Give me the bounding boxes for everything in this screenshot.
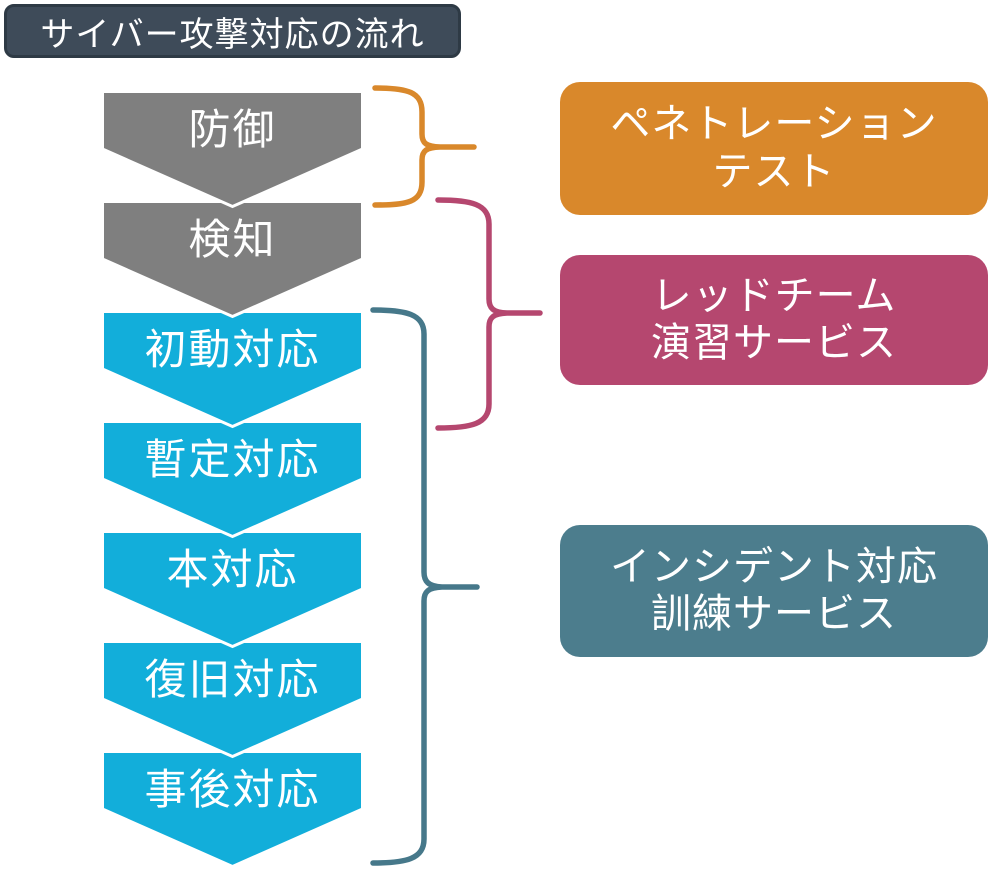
service-red-team-exercise: レッドチーム 演習サービス	[560, 255, 988, 385]
flow-step-initial-response: 初動対応	[101, 310, 364, 429]
flow-step-provisional-response: 暫定対応	[101, 420, 364, 539]
service-label-line2: 訓練サービス	[651, 592, 897, 636]
page-title-label: サイバー攻撃対応の流れ	[40, 15, 425, 54]
chevron-shape	[101, 310, 364, 429]
flow-step-detection: 検知	[101, 200, 364, 319]
chevron-shape	[101, 200, 364, 319]
penetration-test-brace	[372, 85, 477, 208]
chevron-shape	[101, 420, 364, 539]
service-penetration-test: ペネトレーション テスト	[560, 82, 988, 215]
flow-step-label: 防御	[188, 105, 277, 153]
flow-step-main-response: 本対応	[101, 530, 364, 649]
flow-step-post-incident: 事後対応	[101, 750, 364, 869]
service-label-line1: ペネトレーション	[610, 102, 938, 147]
flow-step-label: 初動対応	[144, 325, 321, 373]
flow-step-label: 本対応	[166, 545, 299, 593]
page-title: サイバー攻撃対応の流れ	[4, 4, 461, 58]
chevron-shape	[101, 750, 364, 869]
service-label-line1: インシデント対応	[610, 544, 938, 589]
incident-training-brace	[370, 307, 480, 866]
service-label-line2: テスト	[712, 149, 836, 194]
service-label-line2: 演習サービス	[651, 321, 897, 365]
flow-step-label: 事後対応	[144, 765, 321, 813]
chevron-shape	[101, 530, 364, 649]
flow-step-label: 復旧対応	[144, 655, 321, 703]
flow-step-defense: 防御	[101, 90, 364, 209]
flow-step-recovery-response: 復旧対応	[101, 640, 364, 759]
chevron-shape	[101, 90, 364, 209]
service-incident-response-training: インシデント対応 訓練サービス	[560, 525, 988, 657]
service-label-line1: レッドチーム	[651, 273, 897, 318]
flow-step-label: 暫定対応	[144, 435, 321, 483]
chevron-shape	[101, 640, 364, 759]
flow-step-label: 検知	[188, 215, 277, 263]
red-team-brace	[435, 197, 543, 431]
